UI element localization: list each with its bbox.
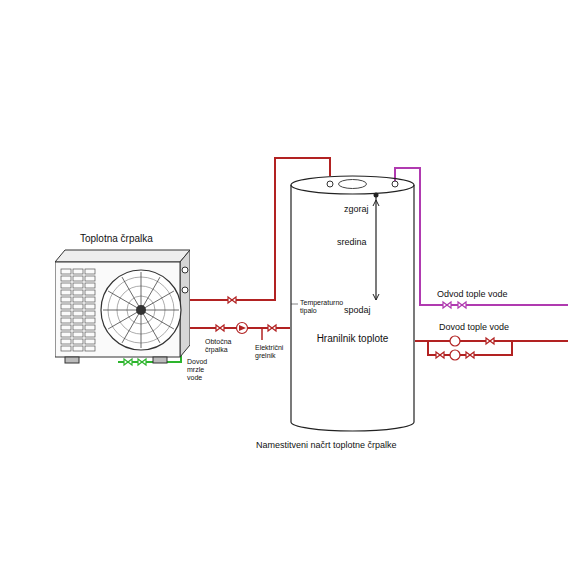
fan-spoke <box>108 310 141 329</box>
fan-spoke <box>141 277 160 310</box>
grille-cell <box>85 304 95 309</box>
grille-cell <box>73 311 83 316</box>
grille-cell <box>85 297 95 302</box>
grille-cell <box>73 276 83 281</box>
fan-hub <box>136 305 146 315</box>
unit-side <box>180 250 190 357</box>
grille-cell <box>61 290 71 295</box>
grille-cell <box>85 290 95 295</box>
grille-cell <box>73 290 83 295</box>
valve-symbol <box>124 359 132 365</box>
grille-cell <box>85 332 95 337</box>
fan-spoke <box>141 310 142 348</box>
grille-cell <box>61 311 71 316</box>
grille-cell <box>73 297 83 302</box>
valve-symbol <box>228 297 236 303</box>
node-label: Hranilnik toplote <box>290 333 415 345</box>
grille-cell <box>61 325 71 330</box>
valve-symbol <box>216 325 224 331</box>
fan-spoke <box>141 310 174 329</box>
grille-cell <box>61 269 71 274</box>
valve-symbol <box>268 325 276 331</box>
fan-spoke <box>141 272 142 310</box>
sensor-leader <box>291 304 298 305</box>
part-label: Obtočna črpalka <box>204 338 232 354</box>
fan-spoke <box>108 291 141 310</box>
grille-cell <box>73 318 83 323</box>
heat-pump-unit-outline <box>55 230 190 365</box>
tank-body <box>291 185 414 431</box>
part-label: Električni grelnik <box>254 344 284 360</box>
fan-spoke <box>122 310 141 343</box>
fan-spoke <box>141 291 174 310</box>
unit-foot <box>65 357 79 363</box>
grille-cell <box>85 339 95 344</box>
valve-symbol <box>458 302 466 308</box>
unit-front <box>55 262 180 357</box>
pump-symbol <box>450 350 460 360</box>
pump-symbol <box>450 336 460 346</box>
tank-port <box>392 181 398 187</box>
grille-cell <box>61 332 71 337</box>
part-label: Odvod tople vode <box>436 289 509 299</box>
valve-symbol <box>443 302 451 308</box>
valve-symbol <box>466 352 474 358</box>
water-pipe <box>190 158 330 300</box>
fan-spoke <box>141 310 160 343</box>
grille-cell <box>85 346 95 351</box>
grille-cell <box>73 346 83 351</box>
hot-water-outlet-pipe <box>395 168 568 305</box>
part-label: spodaj <box>343 305 372 315</box>
electric-heater-stub <box>261 328 263 340</box>
grille-cell <box>73 325 83 330</box>
unit-foot <box>153 357 167 363</box>
temperature-probe <box>375 194 376 300</box>
valve-symbol <box>436 352 444 358</box>
grille-cell <box>85 276 95 281</box>
grille-cell <box>85 311 95 316</box>
node-label: Toplotna črpalka <box>80 233 190 245</box>
grille-cell <box>85 318 95 323</box>
grille-cell <box>61 339 71 344</box>
circulation-pump-symbol <box>237 323 248 334</box>
part-label: zgoraj <box>343 204 370 214</box>
grille-cell <box>61 304 71 309</box>
fan-spoke <box>141 310 179 311</box>
heat-pump-unit: Toplotna črpalka <box>55 230 190 365</box>
service-port <box>182 267 188 273</box>
probe-marker <box>373 200 379 300</box>
grille-cell <box>73 304 83 309</box>
part-label: Dovod tople vode <box>438 322 510 332</box>
part-label: Dovod mrzle vode <box>186 358 208 382</box>
fan-spoke <box>103 310 141 311</box>
caption: Namestitveni načrt toplotne črpalke <box>255 440 398 450</box>
grille-cell <box>61 276 71 281</box>
grille-cell <box>61 318 71 323</box>
fan-spoke <box>122 277 141 310</box>
grille-cell <box>85 283 95 288</box>
grille-cell <box>73 283 83 288</box>
grille-cell <box>61 283 71 288</box>
valve-symbol <box>486 338 494 344</box>
grille-cell <box>73 339 83 344</box>
tank-lid <box>291 176 414 194</box>
grille-cell <box>73 332 83 337</box>
pump-arrow <box>239 325 246 331</box>
grille-cell <box>85 325 95 330</box>
grille-cell <box>73 269 83 274</box>
grille-cell <box>61 346 71 351</box>
part-label: Temperaturno tipalo <box>299 299 344 315</box>
grille-cell <box>85 269 95 274</box>
valve-symbol <box>138 359 146 365</box>
fan-guard <box>101 270 181 350</box>
service-port <box>182 287 188 293</box>
grille-cell <box>61 297 71 302</box>
tank-boss <box>339 180 367 189</box>
tank-port <box>327 181 333 187</box>
part-label: sredina <box>336 237 368 247</box>
unit-top <box>55 250 190 262</box>
